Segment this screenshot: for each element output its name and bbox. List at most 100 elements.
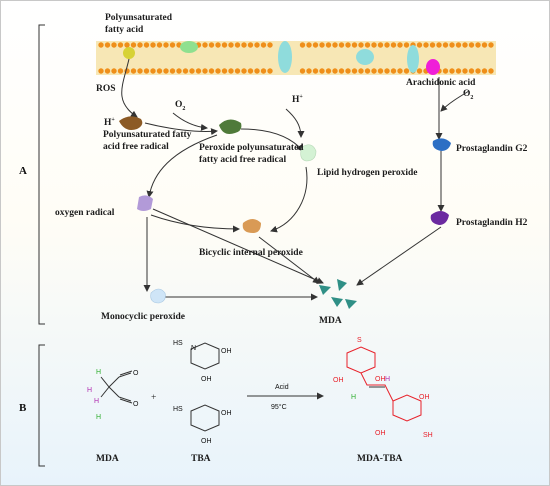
lipid-head: [104, 42, 111, 48]
svg-text:S: S: [357, 337, 362, 344]
lipid-head: [150, 42, 156, 48]
lipid-head: [416, 42, 423, 48]
tba-struct-label: TBA: [191, 454, 211, 464]
lipid-head: [338, 42, 345, 48]
lipid-head: [169, 68, 176, 74]
lipid-head: [111, 42, 117, 48]
svg-text:N: N: [191, 345, 196, 352]
lipid-head: [117, 68, 124, 74]
lipid-head: [267, 42, 273, 48]
svg-text:H: H: [94, 398, 99, 405]
mda-struct-label: MDA: [96, 454, 119, 464]
lipid-head: [488, 68, 494, 74]
lipid-head: [462, 42, 468, 48]
lipid-head: [299, 68, 306, 74]
svg-text:HS: HS: [173, 406, 183, 413]
arachidonic-marker: [426, 59, 440, 75]
lipid-head: [332, 42, 338, 48]
lipid-head: [130, 68, 137, 74]
o2-label-1: O2: [175, 100, 185, 112]
arrow-to-lipid-peroxide: [240, 128, 304, 152]
lipid-head: [364, 42, 371, 48]
arrow-o2-in: [172, 112, 208, 131]
lipid-head: [481, 68, 488, 74]
lipid-head: [202, 68, 208, 74]
section-b-bracket: [38, 344, 45, 467]
lipid-head: [319, 42, 325, 48]
lipid-head: [397, 68, 403, 74]
svg-text:H: H: [385, 376, 390, 383]
svg-text:O: O: [133, 401, 139, 408]
lipid-head: [234, 68, 241, 74]
lipid-head: [312, 42, 319, 48]
lipid-head: [215, 42, 221, 48]
lipid-head: [371, 42, 377, 48]
bicyclic-blob: [242, 219, 261, 233]
lipid-head: [325, 42, 332, 48]
lipid-head: [137, 42, 143, 48]
mda-tba-struct-label: MDA-TBA: [357, 454, 403, 464]
lipid-head: [345, 68, 351, 74]
lipid-head: [208, 68, 215, 74]
monocyclic-blob: [150, 288, 166, 304]
peroxide-radical-label-2: fatty acid free radical: [199, 155, 287, 165]
lipid-head: [351, 68, 358, 74]
lipid-head: [475, 42, 481, 48]
lipid-head: [130, 42, 137, 48]
ros-label: ROS: [96, 84, 116, 94]
mda-triangle-3: [331, 297, 343, 307]
lipid-head: [150, 68, 156, 74]
svg-text:O: O: [133, 370, 139, 377]
mda-tba-structure: S OH OH H H OH OH SH: [333, 337, 433, 439]
lipid-head: [332, 68, 338, 74]
pufa-radical-blob: [119, 116, 143, 130]
lipid-head: [371, 68, 377, 74]
arrow-lipid-to-bicyclic: [270, 166, 308, 233]
arrow-to-bicyclic: [150, 214, 240, 233]
membrane-channel-1: [278, 41, 292, 73]
lipid-head: [234, 42, 241, 48]
lipid-head: [312, 68, 319, 74]
svg-text:OH: OH: [375, 376, 386, 383]
lipid-head: [260, 42, 267, 48]
oxygen-radical-blob: [137, 195, 153, 211]
svg-text:OH: OH: [201, 376, 212, 383]
lipid-head: [228, 42, 234, 48]
lipid-head: [455, 42, 462, 48]
membrane-protein-top: [180, 41, 198, 53]
lipid-head: [182, 68, 189, 74]
svg-text:OH: OH: [333, 377, 344, 384]
lipid-head: [436, 42, 442, 48]
reaction-plus: +: [151, 393, 156, 403]
arrow-pufa-to-radical: [121, 58, 138, 118]
lipid-head: [189, 68, 195, 74]
reaction-condition-acid: Acid: [275, 384, 289, 391]
lipid-head: [143, 68, 150, 74]
svg-text:H: H: [96, 369, 101, 376]
lipid-head: [241, 68, 247, 74]
arrow-h-plus-in: [285, 108, 305, 138]
pufa-marker: [123, 47, 135, 59]
lipid-head: [358, 42, 364, 48]
pufa-label-1: Polyunsaturated: [105, 13, 173, 23]
tba-structure-1: HS OH OH N: [173, 340, 232, 383]
lipid-head: [306, 42, 312, 48]
lipid-head: [449, 42, 455, 48]
lipid-head: [468, 42, 475, 48]
pg-g2-blob: [432, 138, 451, 151]
lipid-head: [169, 42, 176, 48]
svg-text:HS: HS: [173, 340, 183, 347]
peroxide-radical-label-1: Peroxide polyunsaturated: [199, 143, 304, 153]
arrow-radical-to-peroxide: [144, 122, 218, 136]
pufa-label-2: fatty acid: [105, 25, 144, 35]
lipid-head: [247, 68, 254, 74]
lipid-head: [488, 42, 494, 48]
svg-text:H: H: [351, 394, 356, 401]
svg-text:OH: OH: [419, 394, 430, 401]
lipid-head: [306, 68, 312, 74]
lipid-head: [377, 68, 384, 74]
lipid-head: [390, 42, 397, 48]
lipid-head: [384, 42, 390, 48]
arrow-h2-to-mda: [356, 226, 442, 286]
lipid-head: [468, 68, 475, 74]
